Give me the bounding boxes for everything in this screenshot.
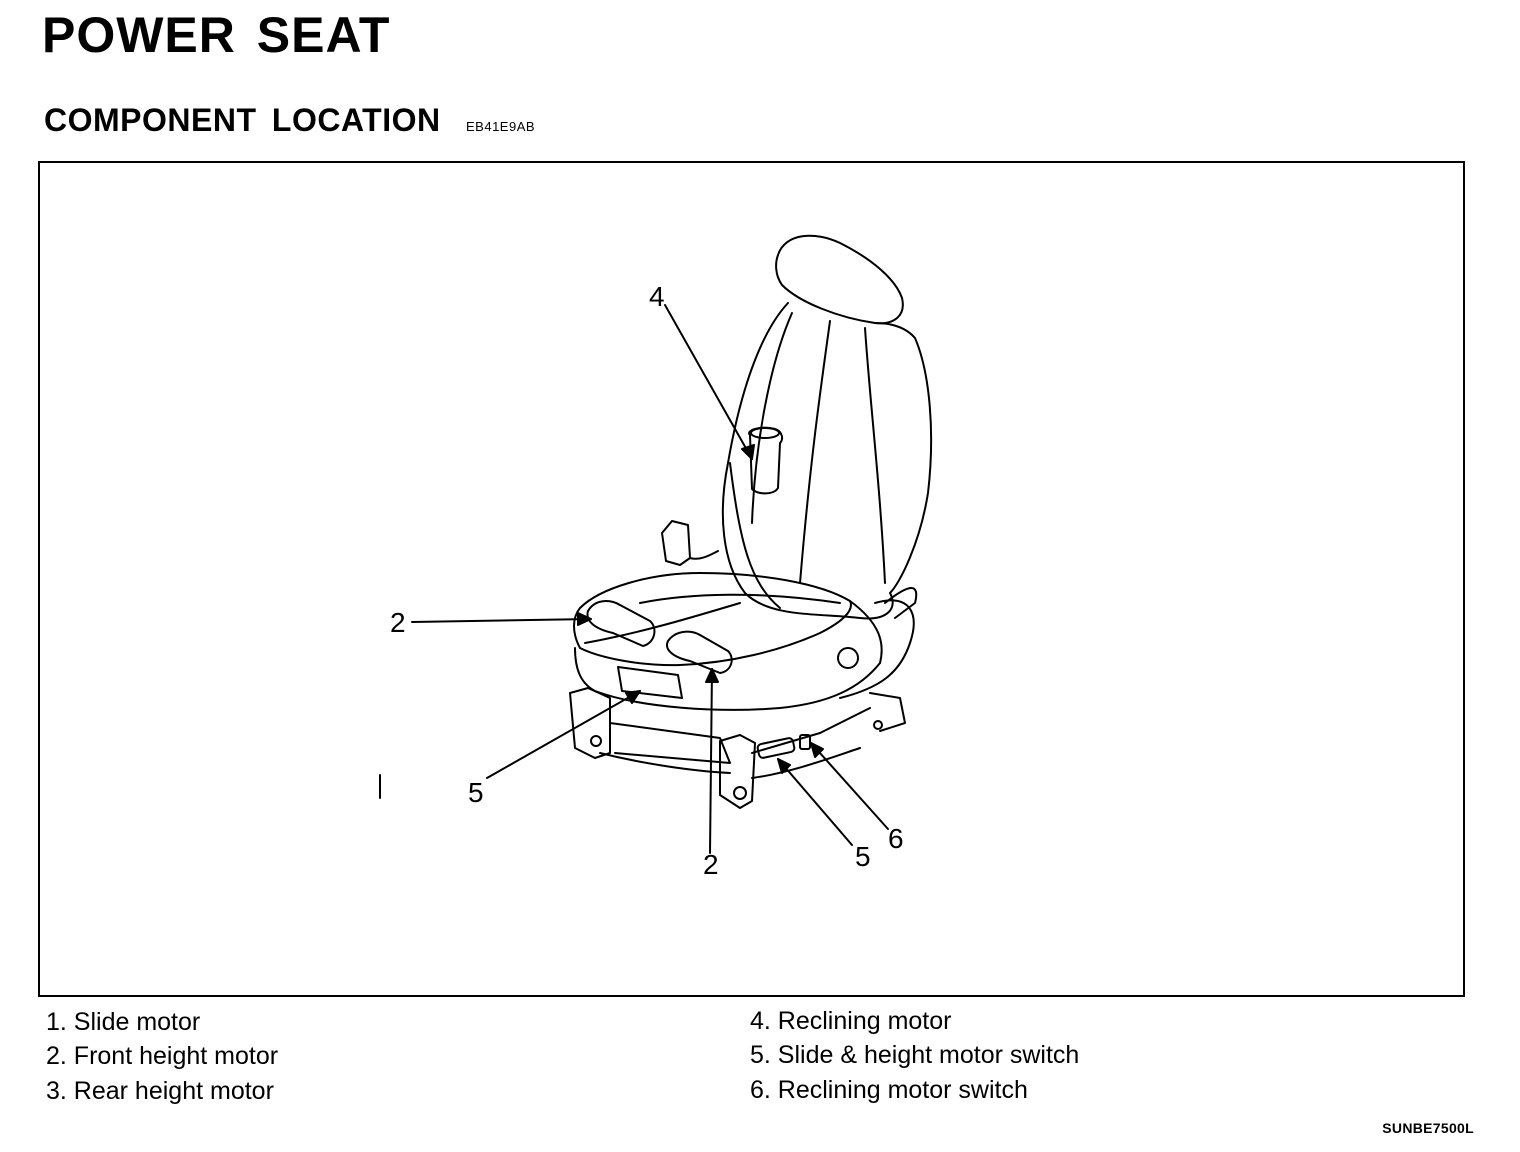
leader-lines xyxy=(411,304,889,854)
legend-item-5: 5. Slide & height motor switch xyxy=(750,1041,1080,1069)
callout-4: 4 xyxy=(649,281,665,312)
section-code: EB41E9AB xyxy=(466,119,536,134)
callout-5-switch: 5 xyxy=(855,841,871,872)
seat-frame-shape xyxy=(569,687,611,759)
callout-2-front: 2 xyxy=(390,607,406,638)
legend-item-3: 3. Rear height motor xyxy=(46,1077,274,1105)
switch-slide-height-shape xyxy=(756,737,796,759)
section-title: COMPONENT LOCATION xyxy=(44,102,441,138)
headrest-shape xyxy=(775,234,904,325)
figure-frame: 4 2 5 2 5 6 xyxy=(38,161,1465,997)
callout-5-motor: 5 xyxy=(468,777,484,808)
legend-item-4: 4. Reclining motor xyxy=(750,1007,952,1035)
cushion-shape xyxy=(573,572,852,667)
legend-item-1: 1. Slide motor xyxy=(46,1008,201,1036)
belt-buckle-shape xyxy=(661,520,691,566)
side-shield-shape xyxy=(839,599,915,699)
switch-recline-shape xyxy=(799,734,811,750)
legend-item-2: 2. Front height motor xyxy=(46,1042,279,1070)
callout-2-rear: 2 xyxy=(703,849,719,880)
legend-item-6: 6. Reclining motor switch xyxy=(750,1076,1028,1104)
callout-6: 6 xyxy=(888,823,904,854)
front-height-motor-shape xyxy=(586,600,656,647)
figure-code: SUNBE7500L xyxy=(1382,1120,1474,1136)
seat-illustration xyxy=(379,234,933,854)
page-title: POWER SEAT xyxy=(42,7,391,63)
